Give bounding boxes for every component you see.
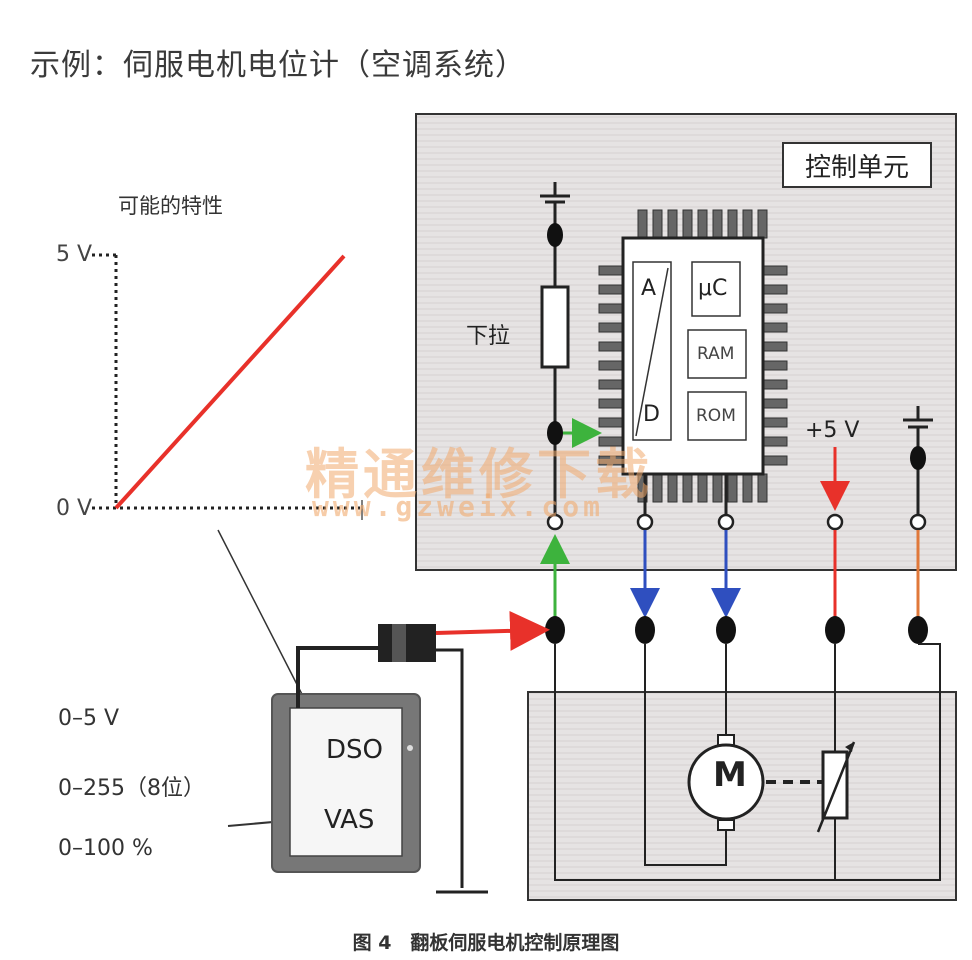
rom-label: ROM: [696, 406, 736, 426]
mcu-chip: [598, 209, 788, 503]
node-pulldown-bottom: [547, 421, 563, 445]
ground-cable: [436, 648, 464, 888]
range-bits: 0–255（8位）: [58, 776, 205, 801]
pull-down-label: 下拉: [466, 324, 511, 349]
pointer-line: [217, 529, 309, 707]
actuator-wiring: [554, 643, 941, 881]
range-percent: 0–100 %: [58, 836, 153, 861]
connector-nodes: [545, 616, 928, 644]
pulldown-resistor: [540, 285, 570, 369]
characteristic-line: [114, 254, 346, 510]
axis-5v-label: 5 V: [56, 242, 93, 267]
probe-arrow: [435, 610, 550, 651]
control-unit-label: 控制单元: [782, 142, 932, 188]
potentiometer-symbol: [816, 741, 856, 833]
ram-block: [687, 329, 747, 379]
watermark-url: www.gzweix.com: [312, 490, 605, 523]
uc-block: [691, 261, 741, 317]
axis-0v-label: 0 V: [56, 496, 93, 521]
node-pulldown-top: [547, 223, 563, 247]
probe-clip: [378, 624, 436, 662]
range-voltage: 0–5 V: [58, 706, 120, 731]
probe-cable: [296, 646, 380, 708]
tester-vas-label: VAS: [324, 805, 375, 835]
uc-label: μC: [698, 276, 728, 301]
figure-caption: 图 4 翻板伺服电机控制原理图: [352, 932, 620, 954]
watermark-cn: 精通维修下载: [305, 443, 653, 506]
characteristic-label: 可能的特性: [118, 194, 223, 218]
page-title: 示例：伺服电机电位计（空调系统）: [30, 48, 526, 83]
adc-label-a: A: [641, 276, 657, 301]
motor-symbol: [687, 734, 765, 831]
tester-dso-label: DSO: [326, 735, 383, 765]
ram-label: RAM: [697, 344, 735, 364]
node-ground-right: [910, 446, 926, 470]
adc-label-d: D: [643, 402, 660, 427]
plus5v-label: +5 V: [805, 418, 860, 443]
tester-device: [271, 693, 421, 873]
open-pins: [546, 513, 927, 531]
motor-label: M: [713, 755, 747, 795]
rom-block: [687, 391, 747, 441]
